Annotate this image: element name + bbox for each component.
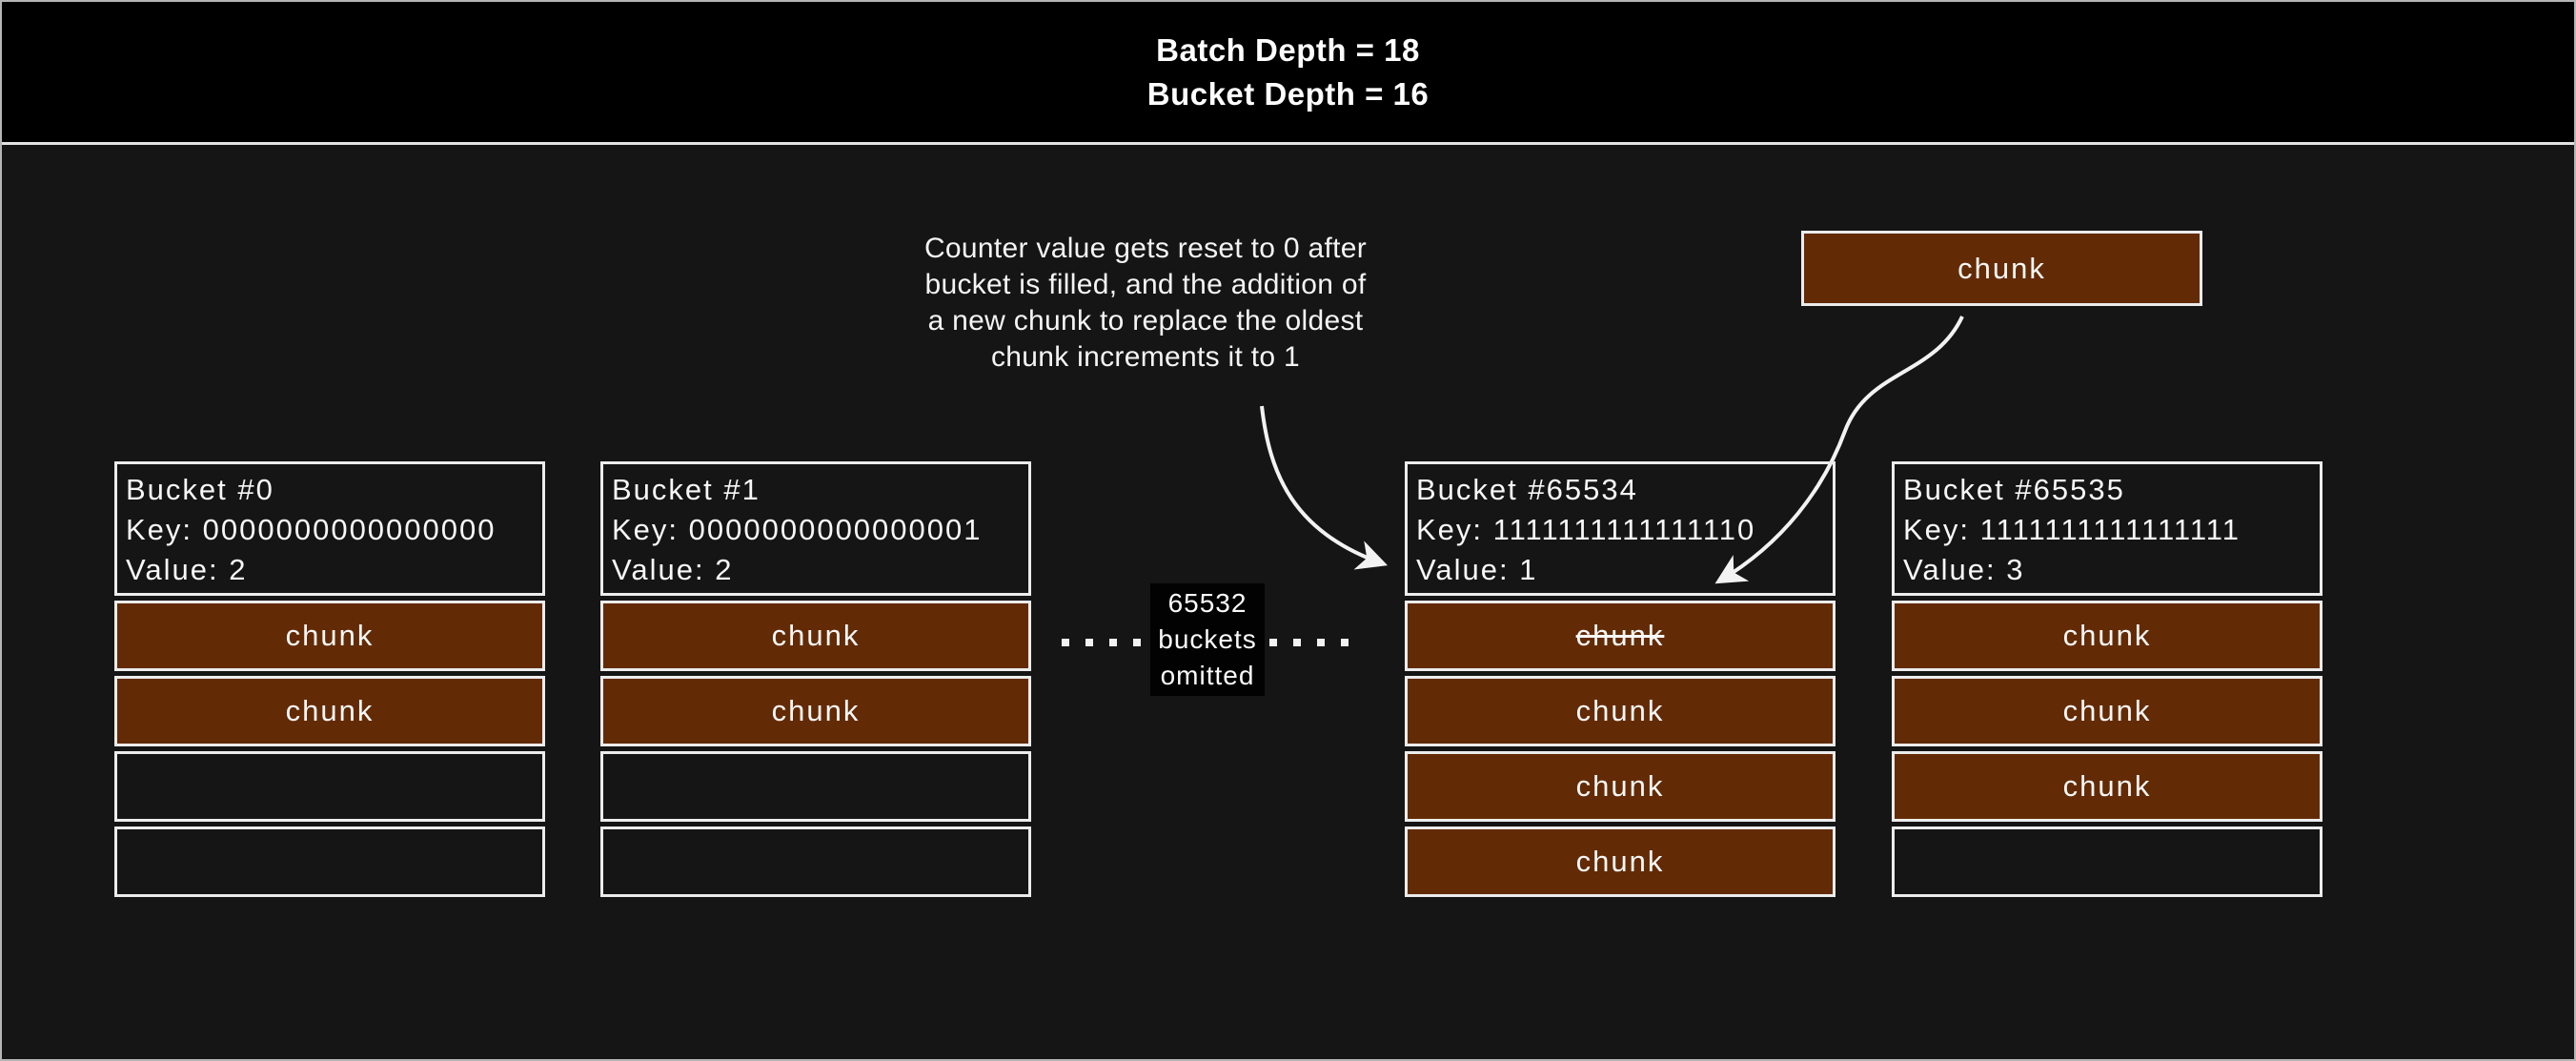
chunk-slot: chunk xyxy=(1405,826,1836,897)
chunk-slot: chunk xyxy=(1892,751,2322,822)
chunk-slot: chunk xyxy=(1892,676,2322,746)
chunk-slot: chunk xyxy=(600,676,1031,746)
bucket-0-header: Bucket #0 Key: 0000000000000000 Value: 2 xyxy=(114,461,545,596)
counter-reset-annotation: Counter value gets reset to 0 after buck… xyxy=(923,233,1368,373)
bucket-65535-value: Value: 3 xyxy=(1903,553,2025,586)
chunk-slot: chunk xyxy=(1405,751,1836,822)
bucket-65534-header: Bucket #65534 Key: 1111111111111110 Valu… xyxy=(1405,461,1836,596)
bucket-0-value: Value: 2 xyxy=(126,553,248,586)
ellipsis-dot xyxy=(1269,639,1277,646)
chunk-slot: chunk xyxy=(1892,601,2322,671)
bucket-1-title: Bucket #1 xyxy=(612,473,761,506)
empty-chunk-slot xyxy=(600,826,1031,897)
bucket-65534-key: Key: 1111111111111110 xyxy=(1416,513,1756,546)
batch-depth-title: Batch Depth = 18 xyxy=(1156,31,1420,68)
bucket-0-key: Key: 0000000000000000 xyxy=(126,513,497,546)
bucket-65534: Bucket #65534 Key: 1111111111111110 Valu… xyxy=(1405,461,1836,897)
bucket-1-value: Value: 2 xyxy=(612,553,734,586)
empty-chunk-slot xyxy=(1892,826,2322,897)
arrow-annotation-to-bucket-65534 xyxy=(1260,405,1389,570)
empty-chunk-slot xyxy=(600,751,1031,822)
header-band: Batch Depth = 18 Bucket Depth = 16 xyxy=(2,2,2574,145)
bucket-1-header: Bucket #1 Key: 0000000000000001 Value: 2 xyxy=(600,461,1031,596)
ellipsis-dot xyxy=(1133,639,1141,646)
bucket-65534-value: Value: 1 xyxy=(1416,553,1538,586)
ellipsis-dot xyxy=(1062,639,1069,646)
bucket-65535-header: Bucket #65535 Key: 1111111111111111 Valu… xyxy=(1892,461,2322,596)
bucket-65535: Bucket #65535 Key: 1111111111111111 Valu… xyxy=(1892,461,2322,897)
chunk-slot: chunk xyxy=(600,601,1031,671)
bucket-1: Bucket #1 Key: 0000000000000001 Value: 2… xyxy=(600,461,1031,897)
empty-chunk-slot xyxy=(114,826,545,897)
ellipsis-dots-right xyxy=(1269,639,1349,646)
bucket-65535-title: Bucket #65535 xyxy=(1903,473,2125,506)
bucket-65535-key: Key: 1111111111111111 xyxy=(1903,513,2241,546)
chunk-slot: chunk xyxy=(1405,601,1836,671)
ellipsis-dots-left xyxy=(1062,639,1141,646)
incoming-chunk-box: chunk xyxy=(1801,231,2202,306)
ellipsis-dot xyxy=(1293,639,1301,646)
bucket-0: Bucket #0 Key: 0000000000000000 Value: 2… xyxy=(114,461,545,897)
ellipsis-dot xyxy=(1109,639,1117,646)
buckets-omitted-label: 65532 buckets omitted xyxy=(1150,583,1265,696)
bucket-1-key: Key: 0000000000000001 xyxy=(612,513,983,546)
chunk-slot: chunk xyxy=(114,601,545,671)
empty-chunk-slot xyxy=(114,751,545,822)
chunk-slot: chunk xyxy=(1405,676,1836,746)
bucket-depth-title: Bucket Depth = 16 xyxy=(1146,75,1430,112)
ellipsis-dot xyxy=(1085,639,1093,646)
bucket-0-title: Bucket #0 xyxy=(126,473,274,506)
chunk-slot: chunk xyxy=(114,676,545,746)
ellipsis-dot xyxy=(1341,639,1349,646)
incoming-chunk-label: chunk xyxy=(1957,251,2046,285)
ellipsis-dot xyxy=(1317,639,1325,646)
bucket-65534-title: Bucket #65534 xyxy=(1416,473,1638,506)
